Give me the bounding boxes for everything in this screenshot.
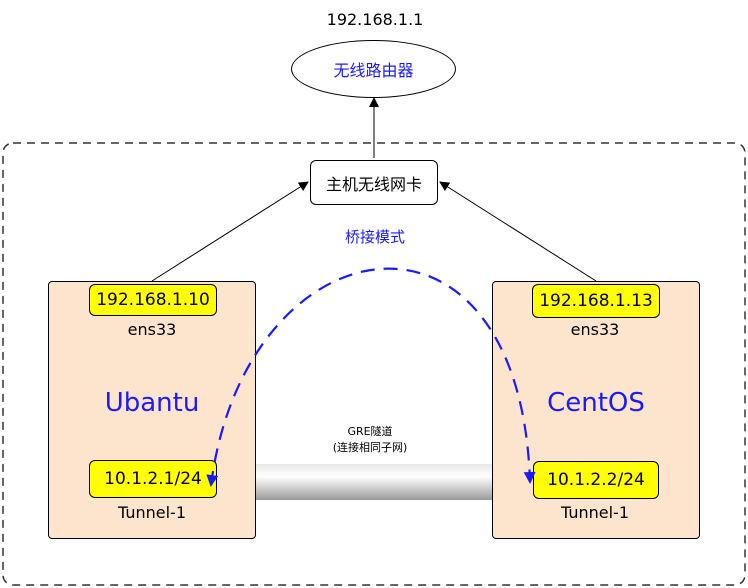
centos-hostname: CentOS <box>547 388 645 418</box>
ubantu-to-nic-arrow <box>151 181 309 282</box>
centos-to-nic-arrow <box>439 181 597 282</box>
gre-title: GRE隧道 <box>347 425 393 438</box>
ubantu-ip-tag: 192.168.1.10 <box>89 284 217 316</box>
ubantu-tunnel-ip-tag: 10.1.2.1/24 <box>89 460 217 498</box>
centos-interface: ens33 <box>570 320 620 339</box>
router-label: 无线路由器 <box>333 61 414 80</box>
wireless-router: 无线路由器 <box>291 40 456 98</box>
centos-tunnel-ip-tag: 10.1.2.2/24 <box>533 461 659 499</box>
router-ip: 192.168.1.1 <box>326 10 424 29</box>
ubantu-ip: 192.168.1.10 <box>96 290 210 310</box>
nic-label: 主机无线网卡 <box>325 174 422 194</box>
gre-tunnel-pipe <box>229 463 516 501</box>
centos-ip-tag: 192.168.1.13 <box>532 284 660 318</box>
ubantu-tunnel-ip: 10.1.2.1/24 <box>104 469 202 489</box>
centos-tunnel-ip: 10.1.2.2/24 <box>547 470 645 490</box>
host-wireless-nic: 主机无线网卡 <box>310 160 438 205</box>
centos-ip: 192.168.1.13 <box>539 291 653 311</box>
centos-tunnel-name: Tunnel-1 <box>560 503 629 522</box>
ubantu-hostname: Ubantu <box>104 388 200 418</box>
ubantu-interface: ens33 <box>127 320 177 339</box>
ubantu-tunnel-name: Tunnel-1 <box>117 503 186 522</box>
bridge-mode-label: 桥接模式 <box>344 228 405 246</box>
gre-subtitle: (连接相同子网) <box>332 441 408 454</box>
